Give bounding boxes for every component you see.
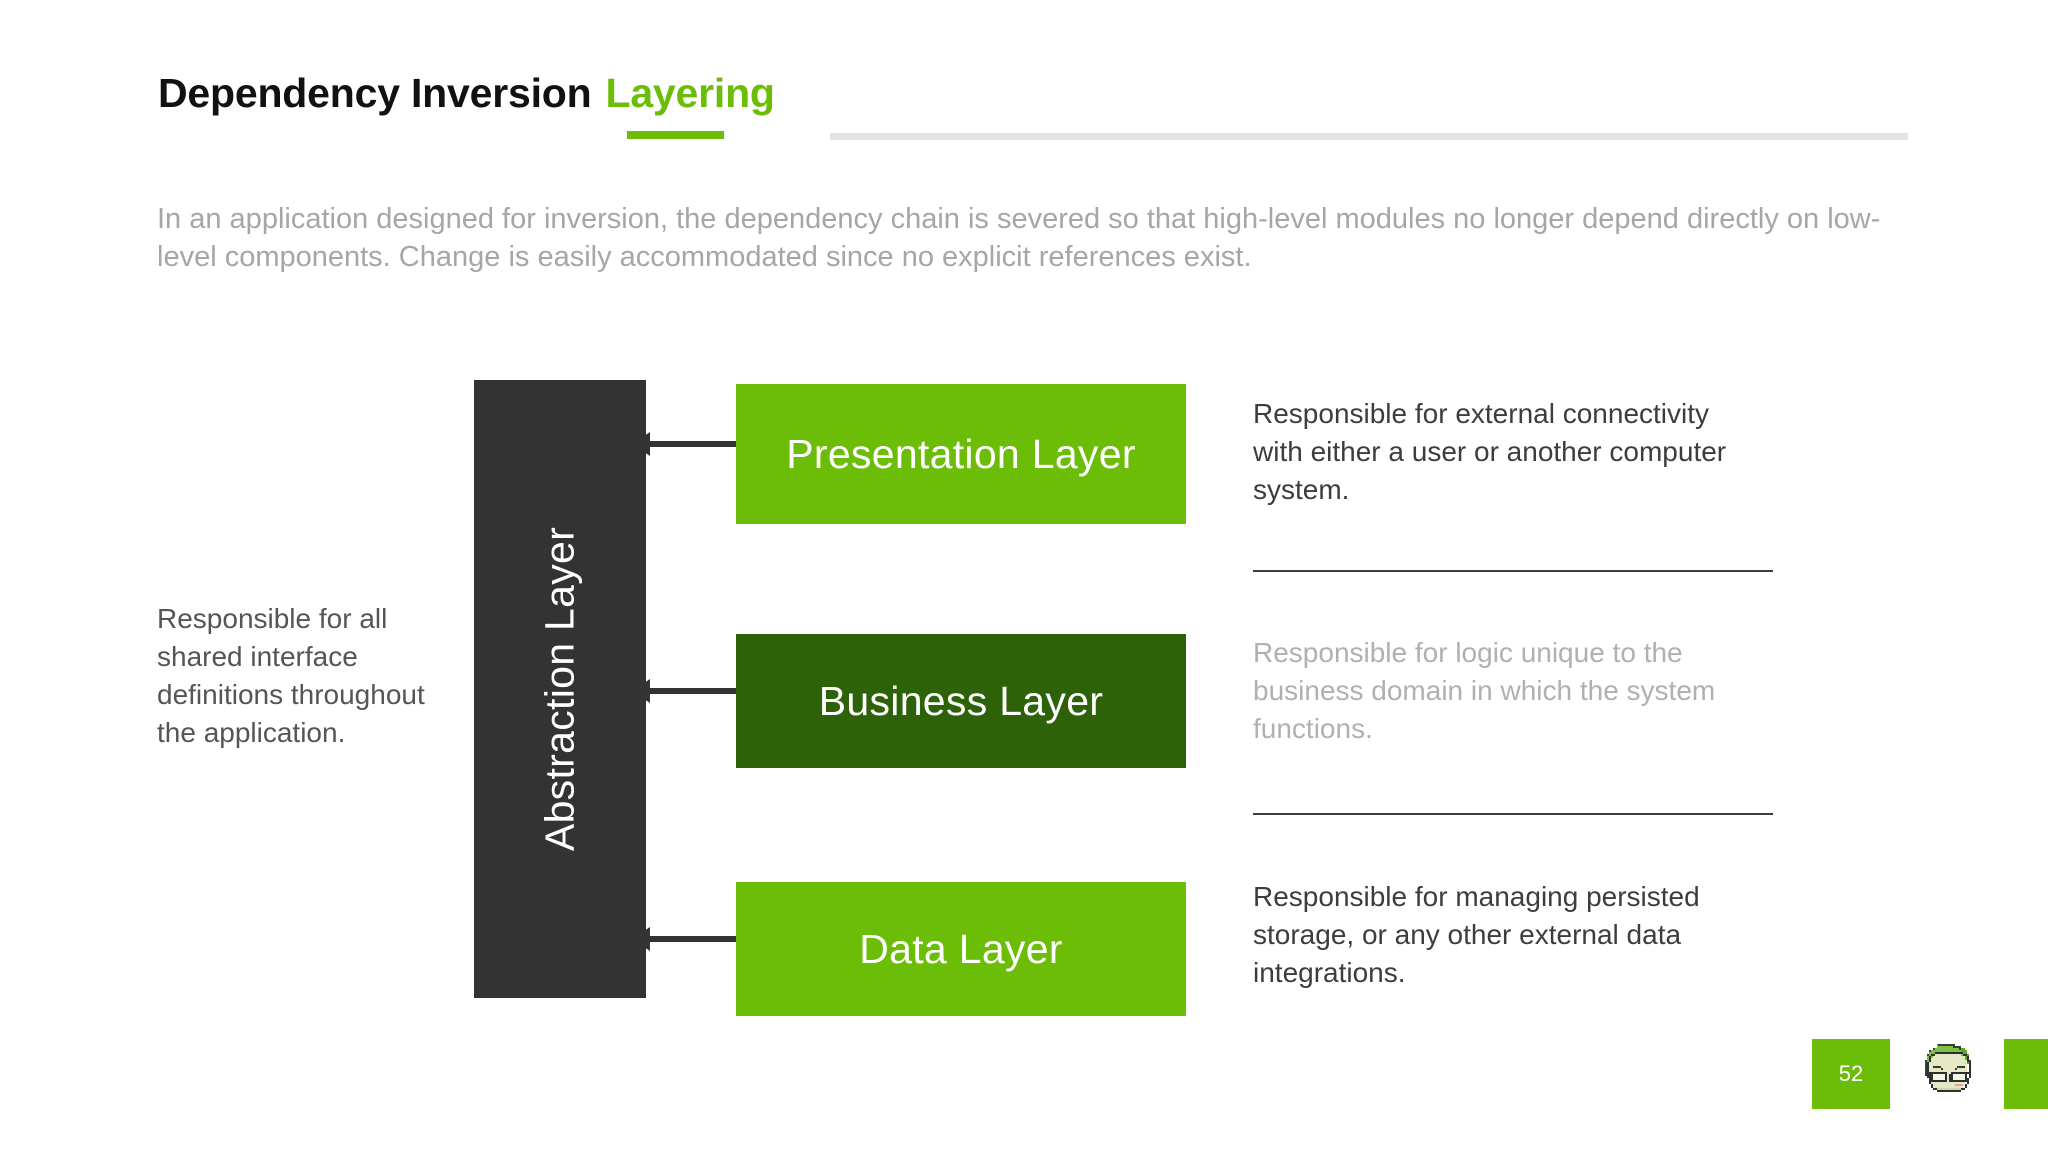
description-divider [1253, 813, 1773, 815]
layer-label: Business Layer [818, 677, 1104, 724]
page-number: 52 [1838, 1061, 1864, 1086]
header-divider [830, 133, 1908, 140]
arrow-left-icon [632, 432, 736, 456]
abstraction-layer-description: Responsible for all shared interface def… [157, 603, 425, 748]
layer-description-presentation: Responsible for external connectivity wi… [1253, 398, 1727, 505]
layer-label: Data Layer [859, 925, 1063, 972]
arrow-left-icon [632, 679, 736, 703]
layer-description-data: Responsible for managing persisted stora… [1253, 881, 1700, 988]
layer-description-business: Responsible for logic unique to the busi… [1253, 637, 1716, 744]
layer-label: Presentation Layer [786, 430, 1136, 477]
intro-paragraph: In an application designed for inversion… [157, 203, 1881, 273]
abstraction-layer-label: Abstraction Layer [536, 526, 583, 852]
layer-box-presentation: Presentation Layer [736, 384, 1186, 524]
avatar-icon [1925, 1044, 1971, 1092]
page-title-accent: Layering [605, 70, 775, 116]
description-divider [1253, 570, 1773, 572]
layer-box-business: Business Layer [736, 634, 1186, 768]
arrow-left-icon [632, 927, 736, 951]
footer-accent-tab [2004, 1039, 2048, 1109]
page-number-badge: 52 [1812, 1039, 1890, 1109]
title-accent-underline [627, 131, 724, 139]
page-title-main: Dependency Inversion [158, 70, 592, 116]
abstraction-layer-box: Abstraction Layer [474, 380, 646, 998]
page-title: Dependency Inversion Layering [158, 70, 775, 117]
layer-box-data: Data Layer [736, 882, 1186, 1016]
